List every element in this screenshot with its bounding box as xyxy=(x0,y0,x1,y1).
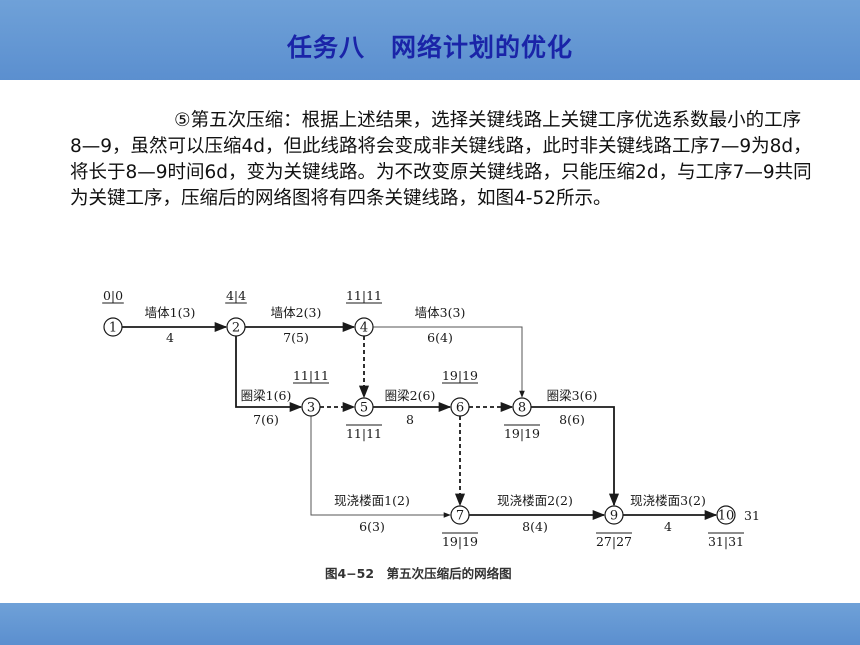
node-time-6: 19|19 xyxy=(442,368,478,383)
activity-name-2-3: 圈梁1(6) xyxy=(241,388,292,403)
node-extra-10: 31 xyxy=(744,508,760,523)
node-label-2: 2 xyxy=(232,321,240,336)
node-time-4: 11|11 xyxy=(346,288,382,303)
node-2 xyxy=(226,317,246,337)
paragraph-text: ⑤第五次压缩：根据上述结果，选择关键线路上关键工序优选系数最小的工序8—9，虽然… xyxy=(70,110,812,209)
activity-name-4-8: 墙体3(3) xyxy=(415,305,466,320)
node-label-1: 1 xyxy=(109,321,117,336)
activity-duration-8-9: 8(6) xyxy=(559,412,585,427)
activity-name-7-9: 现浇楼面2(2) xyxy=(497,493,573,508)
activity-name-9-10: 现浇楼面3(2) xyxy=(630,493,706,508)
node-label-4: 4 xyxy=(360,321,368,336)
node-time-1: 0|0 xyxy=(103,288,123,303)
activity-arrow-4-8 xyxy=(373,326,525,398)
node-1 xyxy=(103,317,123,337)
node-7 xyxy=(450,505,470,525)
activity-name-3-7: 现浇楼面1(2) xyxy=(334,493,410,508)
node-time-3: 11|11 xyxy=(293,368,329,383)
node-4 xyxy=(354,317,374,337)
node-label-8: 8 xyxy=(518,401,526,416)
activity-name-8-9: 圈梁3(6) xyxy=(547,388,598,403)
node-5 xyxy=(354,397,374,417)
diagram-caption: 图4−52 第五次压缩后的网络图 xyxy=(325,566,512,581)
activity-duration-9-10: 4 xyxy=(664,519,672,534)
activity-name-2-4: 墙体2(3) xyxy=(271,305,322,320)
node-label-9: 9 xyxy=(610,509,618,524)
activity-duration-5-6: 8 xyxy=(406,412,414,427)
node-label-7: 7 xyxy=(456,509,464,524)
node-10 xyxy=(716,505,736,525)
activity-duration-2-3: 7(6) xyxy=(253,412,279,427)
node-8 xyxy=(512,397,532,417)
node-time-2: 4|4 xyxy=(226,288,246,303)
node-6 xyxy=(450,397,470,417)
page-title: 任务八 网络计划的优化 xyxy=(286,33,573,62)
node-3 xyxy=(301,397,321,417)
node-time-5: 11|11 xyxy=(346,426,382,441)
node-time-9: 27|27 xyxy=(596,534,632,549)
footer-bar xyxy=(0,603,860,645)
activity-duration-1-2: 4 xyxy=(166,330,174,345)
activity-arrow-2-3 xyxy=(235,336,303,413)
header-bar xyxy=(0,0,860,80)
node-9 xyxy=(604,505,624,525)
activity-duration-3-7: 6(3) xyxy=(359,519,385,534)
node-time-8: 19|19 xyxy=(504,426,540,441)
activity-arrow-8-9 xyxy=(531,406,620,507)
node-label-10: 10 xyxy=(718,509,735,524)
node-label-3: 3 xyxy=(307,401,315,416)
node-label-5: 5 xyxy=(360,401,368,416)
activity-duration-2-4: 7(5) xyxy=(283,330,309,345)
activity-duration-7-9: 8(4) xyxy=(522,519,548,534)
activity-name-1-2: 墙体1(3) xyxy=(145,305,196,320)
body-paragraph: ⑤第五次压缩：根据上述结果，选择关键线路上关键工序优选系数最小的工序8—9，虽然… xyxy=(70,108,812,212)
node-label-6: 6 xyxy=(456,401,464,416)
node-time-10: 31|31 xyxy=(708,534,744,549)
activity-arrow-3-7 xyxy=(310,416,451,518)
activity-name-5-6: 圈梁2(6) xyxy=(385,388,436,403)
activity-duration-4-8: 6(4) xyxy=(427,330,453,345)
node-time-7: 19|19 xyxy=(442,534,478,549)
